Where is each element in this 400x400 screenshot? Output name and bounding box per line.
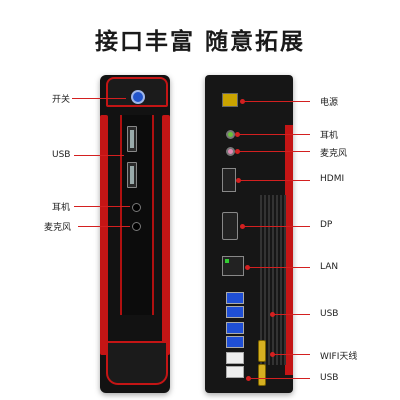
dot-rear-usb-lower	[246, 376, 251, 381]
leader-rear-headphone	[239, 134, 310, 135]
dot-rear-usb-upper	[270, 312, 275, 317]
label-rear-mic: 麦克风	[320, 149, 348, 159]
label-hdmi: HDMI	[320, 174, 345, 184]
label-lan: LAN	[320, 262, 339, 272]
label-front-mic: 麦克风	[44, 223, 72, 233]
rear-usb3-port-3[interactable]	[226, 322, 244, 334]
rear-panel	[205, 75, 293, 393]
leader-power	[72, 98, 126, 99]
front-red-trim-right	[162, 115, 170, 355]
label-power: 开关	[52, 95, 71, 105]
dc-power-jack[interactable]	[222, 93, 238, 107]
leader-wifi	[274, 354, 310, 355]
front-mic-jack[interactable]	[132, 222, 141, 231]
label-rear-headphone: 耳机	[320, 131, 339, 141]
dot-lan	[245, 265, 250, 270]
rear-mic-jack[interactable]	[226, 147, 235, 156]
label-dp: DP	[320, 220, 333, 230]
dot-wifi	[270, 352, 275, 357]
front-center-strip	[120, 115, 154, 315]
dot-rear-mic	[235, 149, 240, 154]
label-rear-usb-lower: USB	[320, 373, 339, 383]
leader-rear-mic	[239, 151, 310, 152]
label-power-in: 电源	[320, 98, 339, 108]
label-front-headphone: 耳机	[52, 203, 71, 213]
page-title: 接口丰富 随意拓展	[94, 29, 305, 55]
lan-port[interactable]	[222, 256, 244, 276]
leader-rear-usb-lower	[250, 378, 310, 379]
wifi-antenna-connector-1[interactable]	[258, 340, 266, 362]
leader-front-headphone	[74, 206, 130, 207]
front-bottom-cap	[106, 341, 168, 385]
leader-lan	[249, 267, 310, 268]
leader-front-mic	[78, 226, 130, 227]
front-headphone-jack[interactable]	[132, 203, 141, 212]
rear-red-trim	[285, 125, 293, 375]
leader-rear-usb-upper	[274, 314, 310, 315]
rear-usb2-port-2[interactable]	[226, 366, 244, 378]
power-button[interactable]	[131, 90, 145, 104]
dot-dp	[240, 224, 245, 229]
label-wifi: WIFI天线	[320, 352, 358, 362]
label-front-usb: USB	[52, 150, 71, 160]
front-red-trim-left	[100, 115, 108, 355]
dot-hdmi	[236, 178, 241, 183]
rear-usb3-port-2[interactable]	[226, 306, 244, 318]
dot-rear-headphone	[235, 132, 240, 137]
front-panel	[100, 75, 170, 393]
hdmi-port[interactable]	[222, 168, 236, 192]
rear-headphone-jack[interactable]	[226, 130, 235, 139]
leader-front-usb	[74, 155, 124, 156]
rear-vent-grille	[260, 195, 286, 365]
leader-dp	[244, 226, 310, 227]
displayport-port[interactable]	[222, 212, 238, 240]
front-usb-port-2[interactable]	[127, 162, 137, 188]
rear-usb3-port-4[interactable]	[226, 336, 244, 348]
wifi-antenna-connector-2[interactable]	[258, 364, 266, 386]
front-usb-port-1[interactable]	[127, 126, 137, 152]
dot-power-in	[240, 99, 245, 104]
label-rear-usb-upper: USB	[320, 309, 339, 319]
rear-usb2-port-1[interactable]	[226, 352, 244, 364]
rear-usb3-port-1[interactable]	[226, 292, 244, 304]
leader-hdmi	[240, 180, 310, 181]
leader-power-in	[244, 101, 310, 102]
